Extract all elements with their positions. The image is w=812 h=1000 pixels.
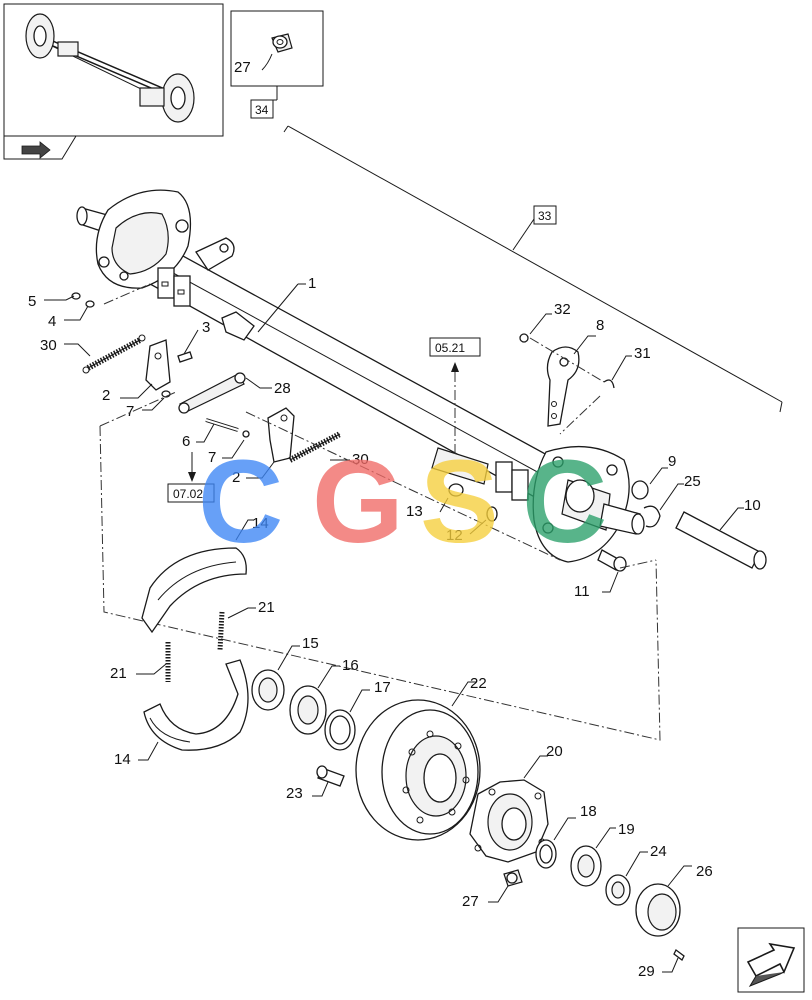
callout-29: 29 [638,963,655,980]
callout-14-lower: 14 [114,751,131,768]
callout-17: 17 [374,679,391,696]
nut-27 [488,869,523,903]
assembly-bracket-33: 33 [283,125,783,413]
callout-24: 24 [650,843,667,860]
callout-8: 8 [596,317,604,334]
axle-shaft-10 [675,507,767,570]
seal-15 [251,645,300,711]
callout-19: 19 [618,821,635,838]
bearing-16 [289,665,340,735]
next-page-arrow-icon[interactable] [3,135,77,160]
ref-34-label: 34 [255,103,269,117]
callout-5: 5 [28,293,36,310]
callout-10: 10 [744,497,761,514]
inset-arrow-icon[interactable] [737,927,805,993]
spring-21-right [217,607,256,651]
callout-26: 26 [696,863,713,880]
callout-4: 4 [48,313,56,330]
brake-shoe-14-upper [141,519,254,634]
callout-2-right: 2 [232,469,240,486]
callout-7-mid: 7 [208,449,216,466]
callout-11: 11 [574,583,590,600]
watermark: C G S C [198,436,607,568]
axle-tube [76,189,645,563]
callout-28: 28 [274,380,291,397]
spring-30-left [64,334,146,374]
callout-27-inset: 27 [234,59,251,76]
ring-17 [324,689,370,751]
callout-22: 22 [470,675,487,692]
lever-8 [546,335,596,427]
watermark-letter-s: S [420,436,499,568]
callout-20: 20 [546,743,563,760]
ref-box-0521[interactable] [429,337,481,357]
callout-15: 15 [302,635,319,652]
callout-13: 13 [406,503,423,520]
callout-1: 1 [308,275,316,292]
brake-shoe-14-lower [138,659,249,761]
adjuster-rod-28 [178,372,272,414]
watermark-letter-c2: C [522,436,607,568]
callout-31: 31 [634,345,651,362]
callout-18: 18 [580,803,597,820]
callout-3: 3 [202,319,210,336]
ref-0521-label: 05.21 [435,341,465,355]
callout-27-main: 27 [462,893,479,910]
watermark-letter-c1: C [198,436,283,568]
overview-thumbnail[interactable] [3,3,224,137]
ref-box-0702[interactable] [167,483,215,503]
ref-box-33[interactable] [533,205,557,225]
callout-14-upper: 14 [252,515,269,532]
callout-21-right: 21 [258,599,275,616]
callout-6: 6 [182,433,190,450]
ref-0702-label: 07.02 [173,487,203,501]
callout-12: 12 [446,527,463,544]
nut-24 [605,851,648,906]
callout-30-left: 30 [40,337,57,354]
inset-box-27: 27 34 [230,10,324,119]
callout-9: 9 [668,453,676,470]
brake-drum-22 [355,681,481,841]
hub-20 [469,755,549,863]
ref-box-34[interactable] [250,99,274,119]
callout-16: 16 [342,657,359,674]
spring-21-left [136,642,171,682]
bearing-19 [570,827,616,887]
watermark-letter-g: G [312,436,404,568]
callout-21-left: 21 [110,665,127,682]
callout-7-left: 7 [126,403,134,420]
ref-33-label: 33 [538,209,552,223]
parts-4-5 [44,283,151,321]
bolt-23 [312,765,345,797]
callout-23: 23 [286,785,303,802]
callout-25: 25 [684,473,701,490]
callout-2-left: 2 [102,387,110,404]
hub-cap-26 [635,865,692,937]
ring-18 [535,817,576,869]
callout-32: 32 [554,301,571,318]
